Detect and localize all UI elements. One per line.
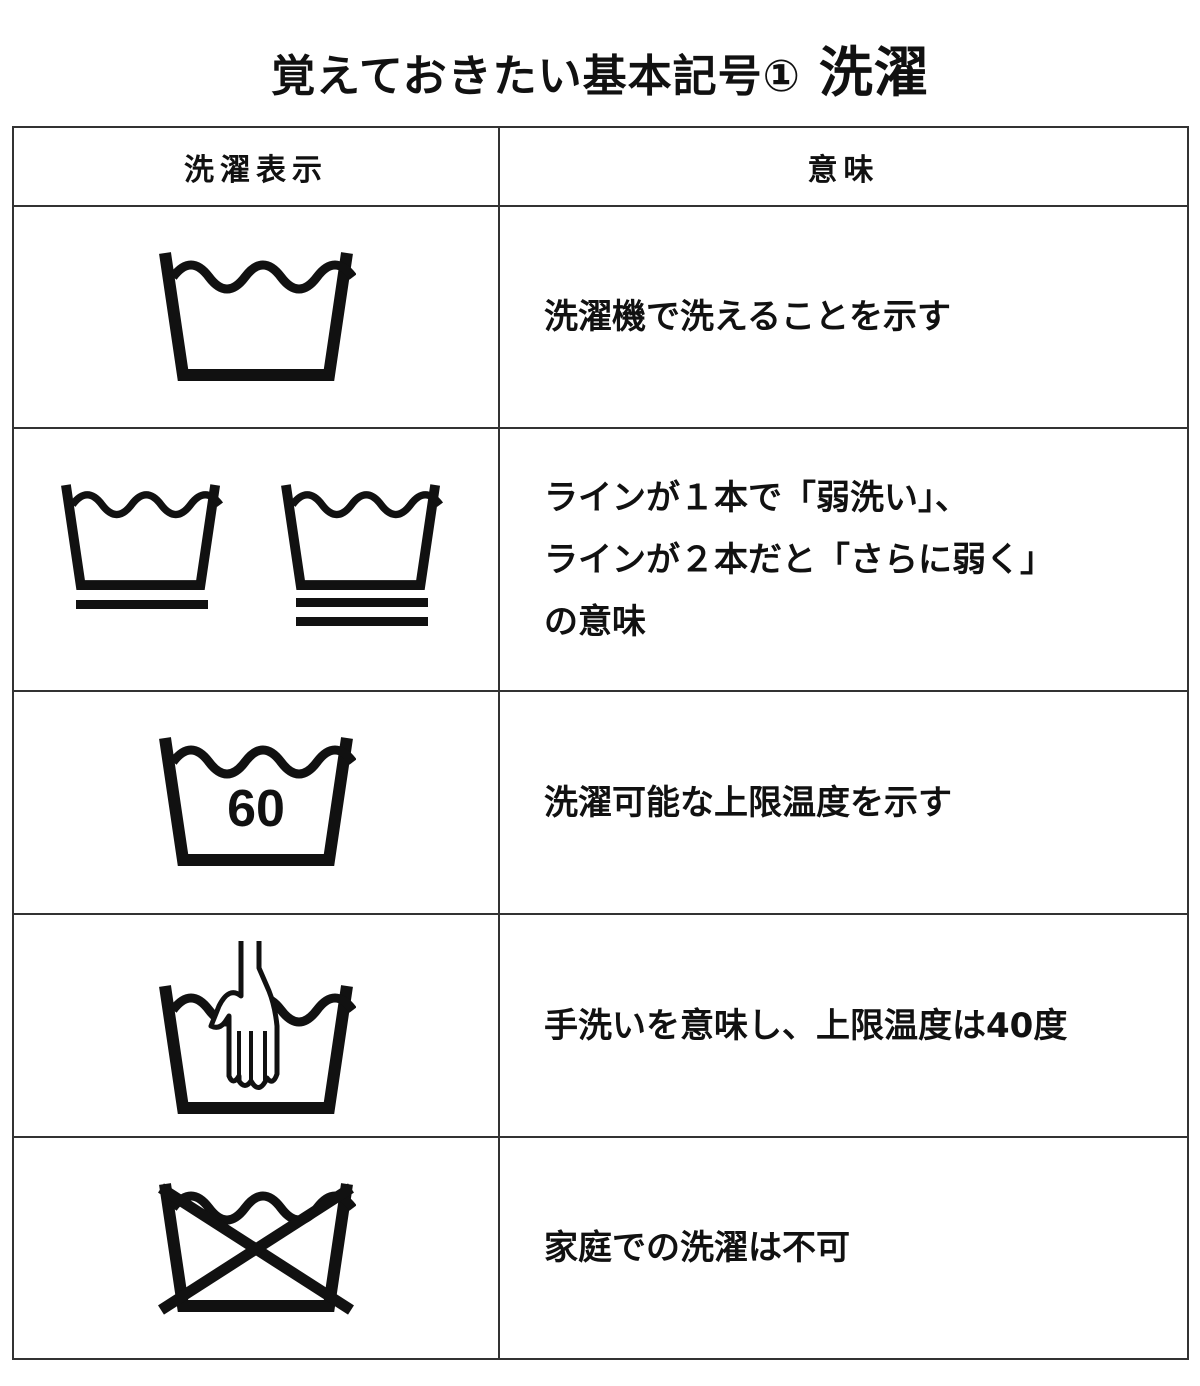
meaning-line: 洗濯可能な上限温度を示す [544, 782, 952, 823]
table-row: 家庭での洗濯は不可 [12, 1136, 1189, 1360]
table-row: 洗濯機で洗えることを示す [12, 205, 1189, 429]
meaning-text: ラインが１本で「弱洗い」、 ラインが２本だと「さらに弱く」 の意味 [498, 427, 1189, 692]
washtub-icon [156, 250, 356, 385]
laundry-symbol-table: 洗濯表示 意味 洗濯機で洗えることを示す ラインが１本で「弱洗い」、 ラインが２… [12, 126, 1189, 1360]
meaning-text: 手洗いを意味し、上限温度は40度 [498, 913, 1189, 1138]
header-meaning: 意味 [498, 126, 1189, 207]
do-not-wash-icon [158, 1181, 356, 1315]
meaning-text: 洗濯可能な上限温度を示す [498, 690, 1189, 915]
temperature-label: 60 [227, 780, 285, 838]
meaning-text: 家庭での洗濯は不可 [498, 1136, 1189, 1360]
header-row: 洗濯表示 意味 [12, 126, 1189, 207]
meaning-text: 洗濯機で洗えることを示す [498, 205, 1189, 429]
meaning-line: ラインが２本だと「さらに弱く」 [544, 539, 1054, 580]
header-symbol: 洗濯表示 [12, 126, 500, 207]
title-main: 覚えておきたい基本記号① [271, 51, 801, 102]
meaning-line: の意味 [544, 601, 646, 642]
page-title: 覚えておきたい基本記号① 洗濯 [0, 28, 1200, 107]
meaning-line: 洗濯機で洗えることを示す [544, 297, 951, 337]
meaning-line: 手洗いを意味し、上限温度は40度 [544, 1005, 1068, 1046]
title-sub: 洗濯 [818, 41, 929, 104]
table-row: ラインが１本で「弱洗い」、 ラインが２本だと「さらに弱く」 の意味 [12, 427, 1189, 692]
table-row: 手洗いを意味し、上限温度は40度 [12, 913, 1189, 1138]
meaning-line: 家庭での洗濯は不可 [544, 1228, 850, 1268]
washtub-gentle-icons [56, 480, 456, 626]
washtub-temperature-icon: 60 [156, 735, 356, 870]
meaning-line: ラインが１本で「弱洗い」、 [544, 477, 969, 518]
table-row: 60 洗濯可能な上限温度を示す [12, 690, 1189, 915]
hand-wash-icon [156, 940, 356, 1116]
